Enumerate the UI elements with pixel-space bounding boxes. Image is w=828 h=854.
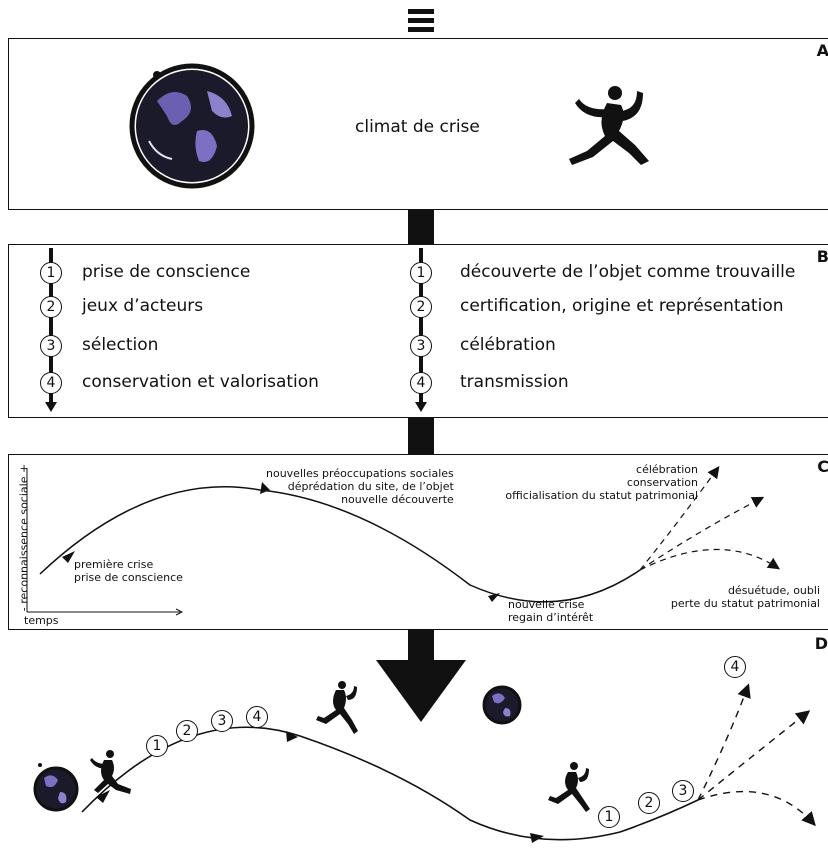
d-first-step-4: 4 bbox=[246, 706, 268, 728]
c-ylabel: - reconnaissence sociale + bbox=[17, 463, 31, 612]
b-left-step-label-1: prise de conscience bbox=[82, 262, 251, 282]
d-first-step-3: 3 bbox=[211, 710, 233, 732]
globe-icon bbox=[129, 63, 255, 189]
d-runner-icon-2 bbox=[316, 681, 358, 734]
d-second-step-2: 2 bbox=[638, 792, 660, 814]
d-second-step-3: 3 bbox=[672, 780, 694, 802]
c-trough: nouvelle crise regain d’intérêt bbox=[508, 598, 594, 624]
b-left-step-label-3: sélection bbox=[82, 335, 159, 355]
b-left-step-number-3: 3 bbox=[40, 335, 62, 357]
b-left-step-number-4: 4 bbox=[40, 372, 62, 394]
d-first-step-2: 2 bbox=[176, 720, 198, 742]
d-globe-icon-1 bbox=[33, 763, 79, 812]
c-up-branch: célébration conservation officialisation… bbox=[505, 463, 698, 502]
d-first-step-1: 1 bbox=[146, 735, 168, 757]
d-runner-icon-3 bbox=[548, 762, 590, 812]
d-second-step-1: 1 bbox=[598, 806, 620, 828]
running-person-icon bbox=[569, 86, 649, 165]
b-left-step-number-2: 2 bbox=[40, 296, 62, 318]
b-left-step-number-1: 1 bbox=[40, 262, 62, 284]
b-right-step-number-2: 2 bbox=[410, 296, 432, 318]
b-right-step-label-2: certification, origine et représentation bbox=[460, 296, 784, 316]
d-runner-icon-1 bbox=[90, 750, 131, 794]
panel-d-letter: D bbox=[814, 634, 828, 653]
d-branch-step: 4 bbox=[724, 656, 746, 678]
b-left-step-label-2: jeux d’acteurs bbox=[82, 296, 204, 316]
c-xlabel: temps bbox=[24, 614, 59, 627]
c-down-branch: désuétude, oubli perte du statut patrimo… bbox=[670, 584, 820, 610]
connector-ab bbox=[408, 210, 434, 244]
b-right-step-label-1: découverte de l’objet comme trouvaille bbox=[460, 262, 796, 282]
b-right-step-number-3: 3 bbox=[410, 335, 432, 357]
panel-a-letter: A bbox=[816, 41, 828, 60]
b-right-step-label-4: transmission bbox=[460, 372, 569, 392]
top-connector bbox=[408, 0, 434, 32]
panel-c-letter: C bbox=[817, 457, 828, 476]
c-first-crisis: première crise prise de conscience bbox=[74, 558, 183, 584]
b-right-step-number-1: 1 bbox=[410, 262, 432, 284]
panel-b-letter: B bbox=[816, 247, 828, 266]
panel-a: A climat de crise bbox=[8, 38, 828, 210]
panel-a-caption: climat de crise bbox=[355, 117, 480, 137]
c-peak: nouvelles préoccupations sociales dépréd… bbox=[266, 467, 454, 506]
connector-bc bbox=[408, 418, 434, 454]
b-left-step-label-4: conservation et valorisation bbox=[82, 372, 319, 392]
d-globe-icon-2 bbox=[482, 685, 522, 725]
b-right-step-label-3: célébration bbox=[460, 335, 556, 355]
b-right-step-number-4: 4 bbox=[410, 372, 432, 394]
